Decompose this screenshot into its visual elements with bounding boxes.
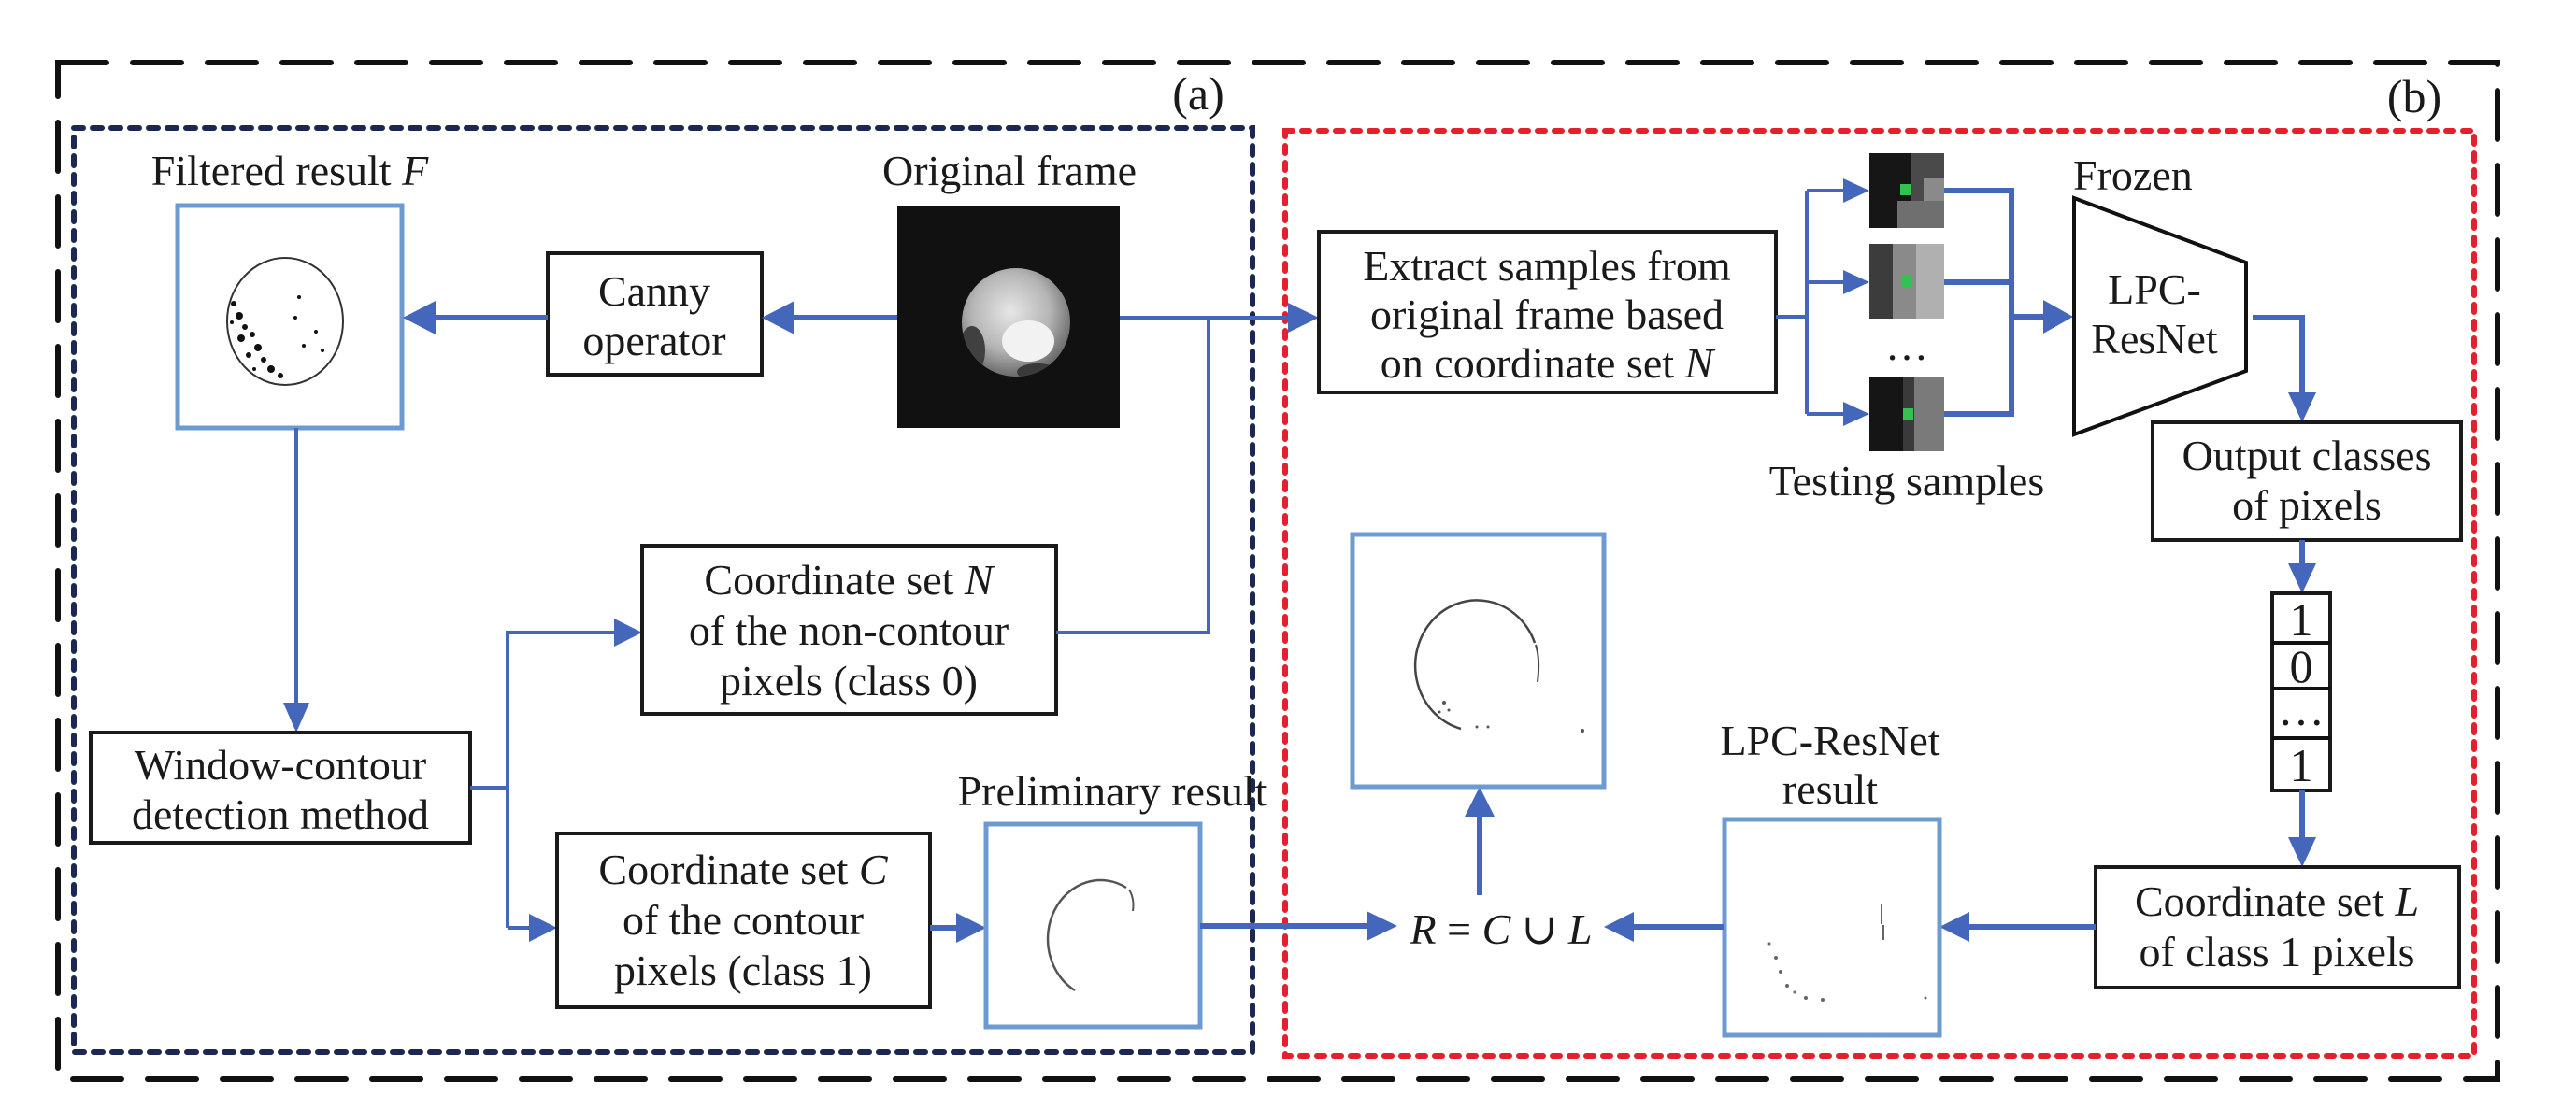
panel-a-box xyxy=(71,125,1255,1055)
arrowhead-equation-left xyxy=(1367,911,1397,941)
arrowhead-extract xyxy=(1288,303,1319,333)
panel-b-box xyxy=(1282,128,2477,1059)
canny-operator-box: Canny operator xyxy=(546,251,764,377)
svg-text:Output classes: Output classes xyxy=(2182,432,2431,479)
window-contour-box: Window-contour detection method xyxy=(89,731,472,845)
coordinate-set-n-box: Coordinate set N of the non-contour pixe… xyxy=(640,544,1058,716)
class-vector-cell-3: … xyxy=(2278,683,2325,735)
arrowhead-sample-2 xyxy=(1843,270,1869,294)
branch-to-coord-n xyxy=(506,631,617,928)
svg-text:original frame based: original frame based xyxy=(1370,291,1724,338)
svg-text:Canny: Canny xyxy=(598,267,710,315)
arrowhead-coord-l xyxy=(2288,837,2316,867)
arrowhead-network xyxy=(2043,300,2073,334)
svg-text:Coordinate set L: Coordinate set L xyxy=(2135,877,2419,925)
filtered-result-image xyxy=(175,203,405,431)
lpc-result-title-2: result xyxy=(1782,765,1878,813)
arrowhead-coord-n xyxy=(614,619,642,647)
coordinate-set-l-box: Coordinate set L of class 1 pixels xyxy=(2094,865,2461,989)
panel-b-label: (b) xyxy=(2387,70,2441,122)
svg-text:LPC-: LPC- xyxy=(2108,265,2201,313)
svg-text:Extract samples from: Extract samples from xyxy=(1363,242,1731,290)
class-vector-cell-4: 1 xyxy=(2290,739,2313,791)
svg-text:operator: operator xyxy=(582,317,725,364)
frozen-label: Frozen xyxy=(2073,151,2193,199)
arrowhead-window xyxy=(283,703,309,733)
samples-ellipsis: … xyxy=(1885,321,1928,369)
original-frame-title: Original frame xyxy=(882,147,1137,194)
svg-text:of pixels: of pixels xyxy=(2232,481,2382,529)
svg-text:of class 1 pixels: of class 1 pixels xyxy=(2139,928,2414,975)
preliminary-result-title: Preliminary result xyxy=(958,767,1267,815)
class-vector-cell-2: 0 xyxy=(2290,640,2313,692)
svg-text:detection method: detection method xyxy=(132,790,429,838)
original-frame-image xyxy=(897,206,1120,428)
svg-text:pixels (class 0): pixels (class 0) xyxy=(720,657,978,705)
lpc-resnet-network: LPC- ResNet xyxy=(2072,195,2248,437)
equation-r-equals-c-union-l: R = C ∪ L xyxy=(1410,905,1593,953)
class-vector: 1 0 … 1 xyxy=(2270,591,2332,792)
extract-samples-box: Extract samples from original frame base… xyxy=(1317,230,1778,394)
svg-text:Coordinate set N: Coordinate set N xyxy=(704,556,995,604)
preliminary-result-image xyxy=(983,821,1203,1030)
testing-sample-3 xyxy=(1869,377,1944,451)
coordinate-set-c-box: Coordinate set C of the contour pixels (… xyxy=(555,832,932,1009)
testing-samples-title: Testing samples xyxy=(1769,457,2044,505)
svg-text:ResNet: ResNet xyxy=(2091,315,2218,363)
testing-sample-2 xyxy=(1869,244,1944,319)
class-vector-cell-1: 1 xyxy=(2290,593,2313,646)
arrowhead-filtered xyxy=(403,301,436,334)
filtered-result-title: Filtered result F xyxy=(151,147,429,194)
lpc-result-title-1: LPC-ResNet xyxy=(1720,717,1939,764)
svg-text:Coordinate set C: Coordinate set C xyxy=(598,846,889,893)
arrowhead-canny xyxy=(762,301,794,334)
svg-text:Window-contour: Window-contour xyxy=(135,741,426,789)
arrowhead-equation-right xyxy=(1604,912,1634,942)
outer-dashed-frame xyxy=(55,60,2500,1082)
arrowhead-sample-1 xyxy=(1843,178,1869,203)
arrowhead-coord-c xyxy=(529,914,557,942)
arrowhead-vector xyxy=(2288,563,2316,593)
arrowhead-final xyxy=(1465,787,1495,817)
arrowhead-sample-3 xyxy=(1843,402,1869,426)
arrowhead-output xyxy=(2288,392,2316,422)
arrowhead-preliminary xyxy=(956,913,986,943)
svg-text:of the contour: of the contour xyxy=(623,896,864,944)
svg-text:on coordinate set N: on coordinate set N xyxy=(1381,339,1716,387)
lpc-result-image xyxy=(1722,817,1942,1038)
svg-text:of the non-contour: of the non-contour xyxy=(689,606,1009,654)
panel-a-label: (a) xyxy=(1172,67,1224,120)
line-coord-n-to-extract xyxy=(1056,318,1210,634)
arrow-network-to-output xyxy=(2253,315,2305,392)
testing-sample-1 xyxy=(1869,153,1944,228)
svg-text:pixels (class 1): pixels (class 1) xyxy=(614,947,872,994)
arrowhead-lpc-result xyxy=(1939,912,1969,942)
output-classes-box: Output classes of pixels xyxy=(2151,420,2463,542)
final-result-image xyxy=(1350,532,1607,790)
